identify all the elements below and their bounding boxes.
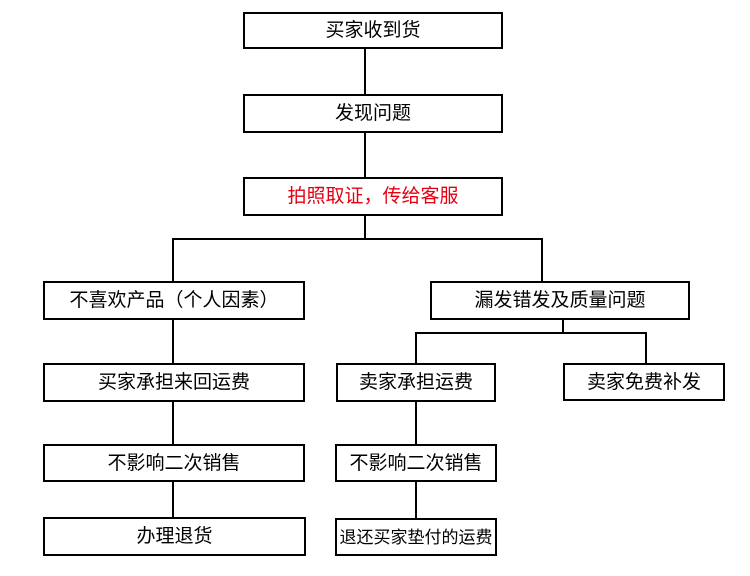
connector-line — [645, 332, 647, 363]
node-label: 不喜欢产品（个人因素） — [69, 290, 279, 311]
node-label: 漏发错发及质量问题 — [474, 290, 646, 311]
connector-line — [172, 482, 174, 517]
node-no-resale-impact-mid: 不影响二次销售 — [335, 444, 497, 482]
node-wrong-missing-quality: 漏发错发及质量问题 — [430, 281, 690, 320]
node-label: 卖家承担运费 — [358, 372, 473, 393]
connector-line — [415, 332, 647, 334]
node-label: 办理退货 — [136, 526, 213, 547]
connector-line — [172, 238, 543, 240]
connector-line — [415, 402, 417, 444]
node-buyer-pays-return-freight: 买家承担来回运费 — [43, 363, 305, 402]
node-photo-evidence: 拍照取证，传给客服 — [243, 177, 503, 216]
node-label: 退还买家垫付的运费 — [339, 527, 493, 547]
node-no-resale-impact-left: 不影响二次销售 — [43, 444, 305, 482]
connector-line — [364, 49, 366, 94]
node-problem-found: 发现问题 — [243, 94, 503, 133]
node-seller-free-reship: 卖家免费补发 — [563, 363, 725, 401]
node-label: 拍照取证，传给客服 — [287, 186, 459, 207]
connector-line — [562, 320, 564, 334]
connector-line — [172, 402, 174, 444]
connector-line — [541, 238, 543, 282]
connector-line — [172, 320, 174, 363]
node-label: 卖家免费补发 — [586, 371, 701, 393]
node-buyer-receives-goods: 买家收到货 — [243, 12, 503, 49]
node-label: 买家收到货 — [325, 20, 421, 41]
node-label: 发现问题 — [334, 103, 411, 124]
node-refund-advanced-freight: 退还买家垫付的运费 — [335, 518, 497, 556]
connector-line — [415, 482, 417, 518]
node-label: 不影响二次销售 — [107, 452, 241, 474]
connector-line — [364, 133, 366, 177]
node-dislike-product: 不喜欢产品（个人因素） — [43, 281, 305, 320]
node-seller-pays-freight: 卖家承担运费 — [336, 363, 496, 402]
node-label: 不影响二次销售 — [349, 452, 483, 474]
node-label: 买家承担来回运费 — [97, 372, 250, 393]
connector-line — [172, 238, 174, 282]
node-process-return: 办理退货 — [43, 517, 306, 556]
connector-line — [415, 332, 417, 363]
connector-line — [364, 216, 366, 240]
